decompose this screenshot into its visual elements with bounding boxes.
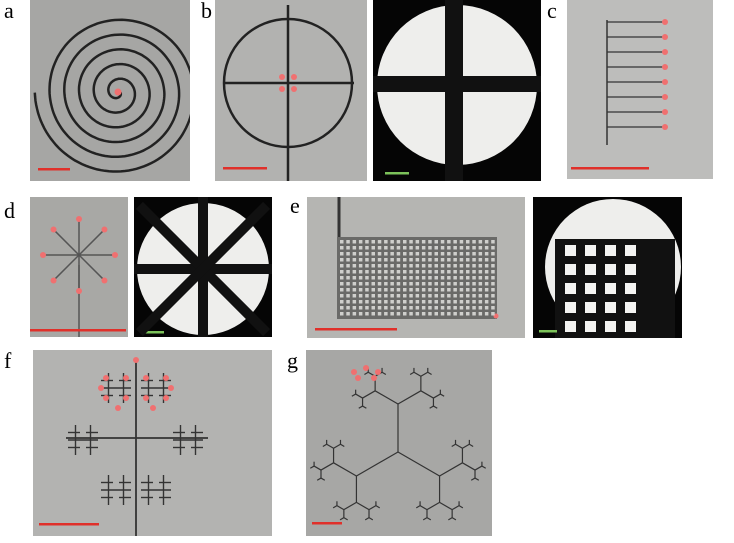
panel-label-d: d — [4, 198, 15, 223]
crosshair-photo — [215, 0, 367, 181]
panel-label-e: e — [290, 193, 300, 218]
panel-label-a: a — [4, 0, 14, 23]
grid-photo — [307, 197, 525, 338]
grid-micrograph — [533, 197, 682, 338]
spiral-photo — [30, 0, 190, 181]
scale-bar — [38, 168, 70, 171]
star-micrograph — [134, 197, 272, 337]
panel-label-c: c — [547, 0, 557, 23]
panel-label-b: b — [201, 0, 212, 23]
h-tree-photo — [33, 350, 272, 536]
crosshair-micrograph — [373, 0, 541, 181]
panel-label-f: f — [4, 348, 12, 373]
fractal-tree-photo — [306, 350, 492, 536]
panel-label-g: g — [287, 348, 298, 373]
comb-photo — [567, 0, 713, 179]
star-photo — [30, 197, 128, 337]
